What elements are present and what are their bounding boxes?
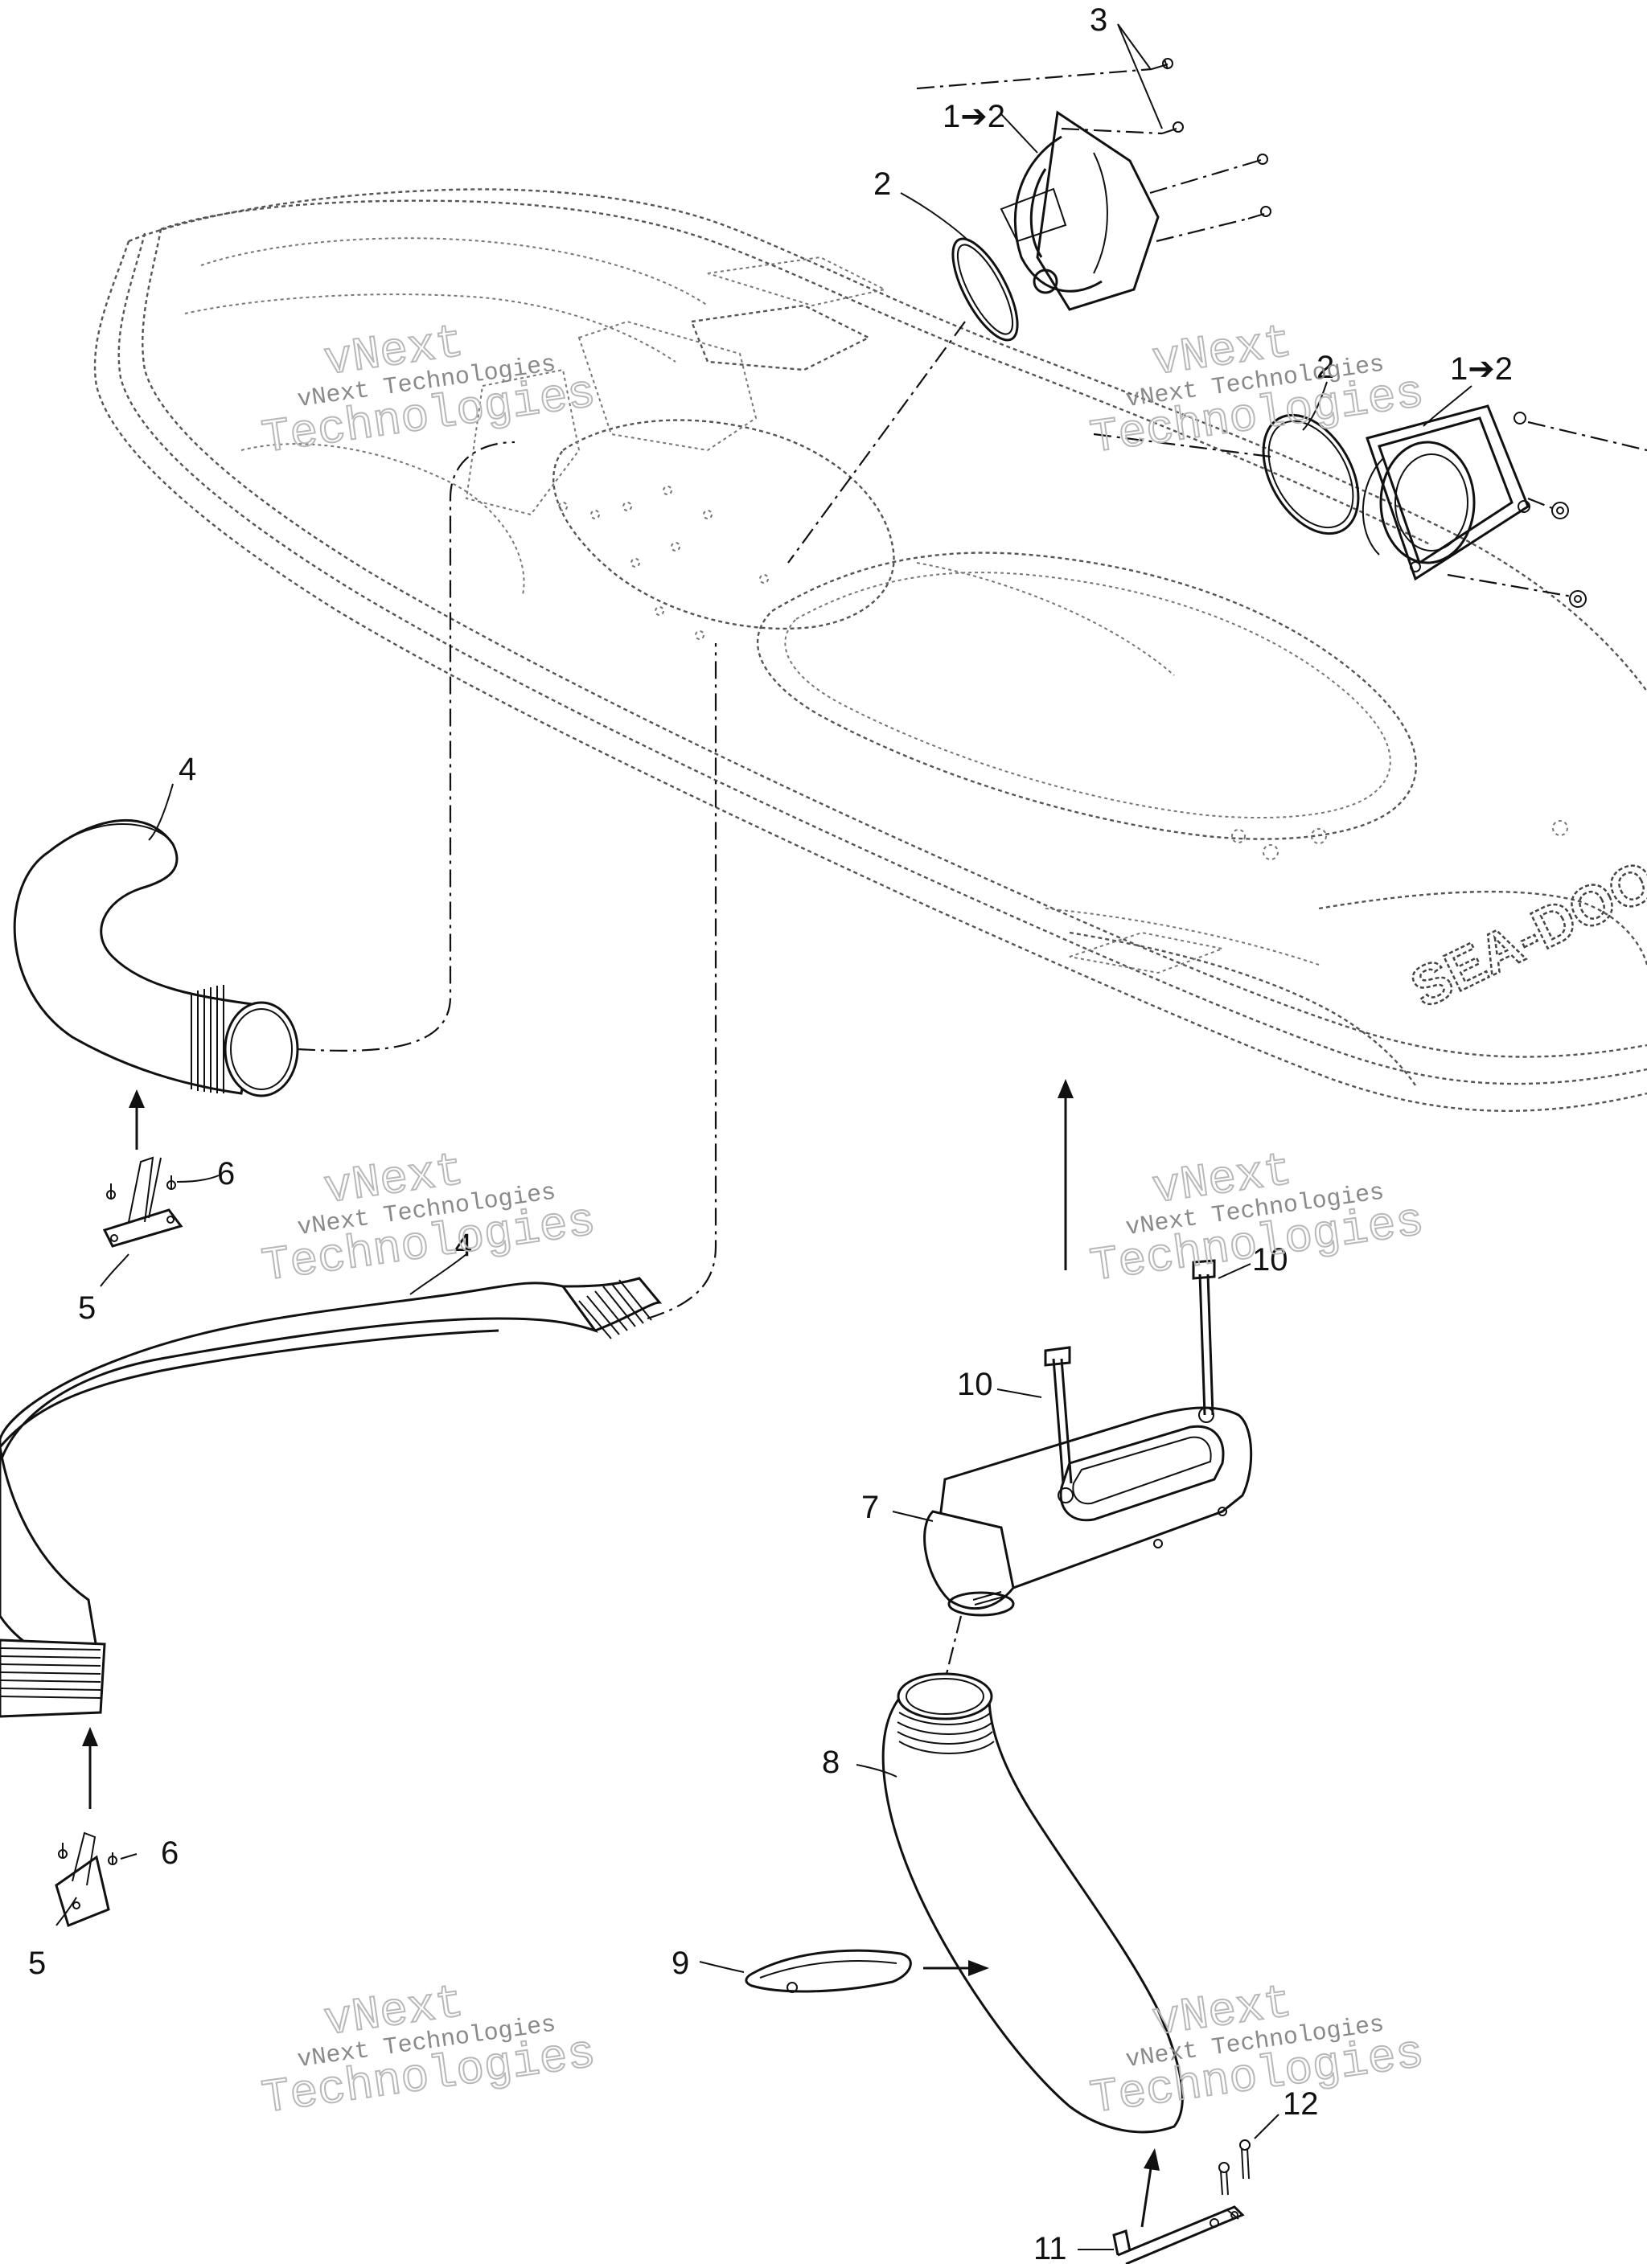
top-adapter-axis: [916, 68, 1249, 243]
callout-10-right: 10: [1252, 1242, 1288, 1278]
callout-1-to-2-right: 1➔2: [1450, 351, 1513, 387]
top-intake-adapter: [1000, 110, 1160, 311]
callout-6-top: 6: [217, 1156, 235, 1191]
lower-bracket-5: [55, 1831, 110, 1928]
intake-box-7: [923, 1406, 1253, 1617]
right-nuts: [1551, 502, 1587, 608]
hose-clamp-9: [745, 1949, 912, 1993]
callout-labels: 3 1➔2 2 2 1➔2 4 6 5 4 10 10 7 8 6 5 9 12…: [28, 2, 1513, 2266]
callout-3: 3: [1090, 2, 1107, 38]
callout-10-left: 10: [957, 1367, 993, 1402]
upper-bracket-5: [102, 1156, 183, 1248]
screws-12: [1218, 2139, 1251, 2196]
support-arrow: [1140, 2162, 1153, 2228]
callout-2-top: 2: [873, 166, 891, 202]
callout-2-right: 2: [1316, 350, 1334, 385]
watermark-bottom-left: vNext Technologies vNext Technologies: [258, 1976, 600, 2127]
callout-5-top: 5: [78, 1290, 96, 1326]
upper-hose-4: [13, 818, 299, 1097]
watermark-mid-right: vNext Technologies vNext Technologies: [1086, 1144, 1428, 1294]
lower-hose-4: [0, 1277, 663, 1718]
callout-6-bottom: 6: [161, 1835, 179, 1871]
callout-8: 8: [822, 1745, 840, 1780]
right-adapter-axis: [1093, 420, 1647, 598]
lower-screws-6: [58, 1843, 117, 1865]
bolts-10: [1044, 1259, 1216, 1484]
top-adapter-to-hull: [787, 321, 966, 564]
callout-1-to-2-top: 1➔2: [943, 99, 1005, 134]
hull-brand-lettering: SEA-DOO: [1401, 848, 1647, 1019]
top-ring-clamp: [951, 237, 1019, 342]
duct-hose-8: [881, 1672, 1184, 2134]
watermarks: vNext Technologies vNext Technologies vN…: [258, 316, 1428, 2127]
intake-box-to-hose-axis: [943, 1615, 963, 1681]
callout-12: 12: [1283, 2086, 1319, 2122]
callout-5-bottom: 5: [28, 1946, 46, 1981]
watermark-top-right: vNext Technologies vNext Technologies: [1086, 316, 1428, 466]
watermark-mid-left: vNext Technologies vNext Technologies: [258, 1144, 600, 1294]
hull-outline: [93, 188, 1647, 1113]
right-ring-clamp: [1262, 413, 1360, 535]
callout-9: 9: [672, 1946, 689, 1981]
right-intake-adapter: [1362, 404, 1530, 581]
watermark-top-left: vNext Technologies vNext Technologies: [258, 316, 600, 466]
leader-lines: [55, 23, 1472, 2250]
upper-hose-axis: [297, 441, 515, 1052]
support-bracket-11: [1112, 2205, 1245, 2266]
screw-set-3: [1151, 58, 1271, 219]
callout-4-mid: 4: [454, 1228, 472, 1263]
callout-11: 11: [1033, 2231, 1067, 2264]
upper-screws-6: [106, 1175, 176, 1200]
callout-4-top: 4: [179, 752, 196, 787]
callout-7: 7: [861, 1490, 879, 1525]
lower-hose-axis: [647, 643, 717, 1320]
